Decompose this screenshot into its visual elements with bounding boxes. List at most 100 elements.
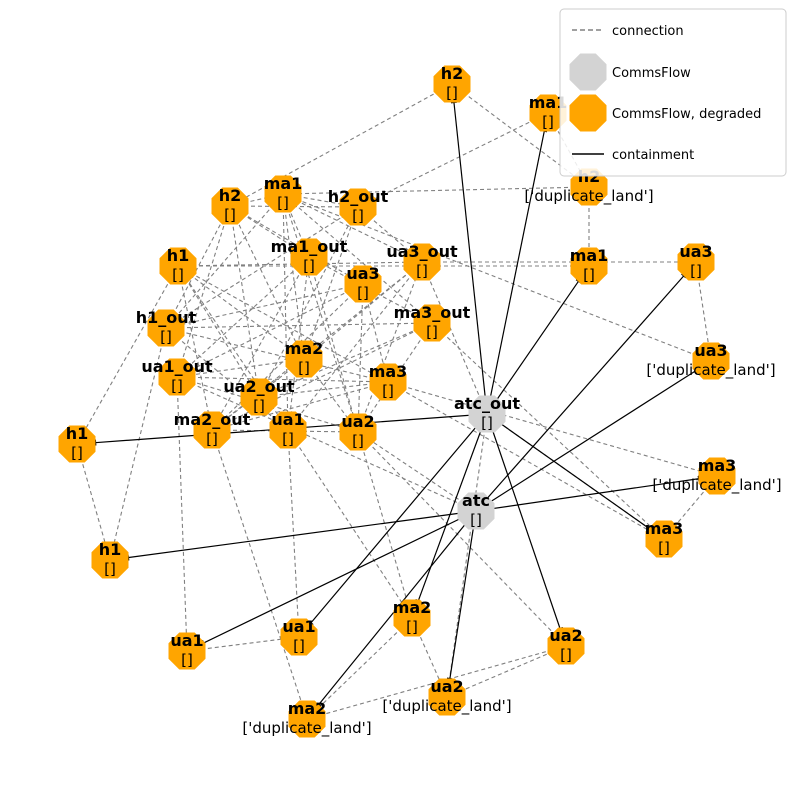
- node-label: ua3_out: [386, 242, 458, 261]
- node-ma3-r[interactable]: ma3[]: [645, 519, 684, 558]
- node-shape: [393, 599, 431, 637]
- node-shape: [344, 265, 382, 303]
- node-ua3-out[interactable]: ua3_out[]: [386, 242, 458, 281]
- node-ua1-out[interactable]: ua1_out[]: [141, 357, 213, 396]
- node-label: ma2_out: [174, 410, 251, 429]
- connection-edge: [258, 381, 389, 398]
- node-h1-a[interactable]: h1[]: [159, 246, 197, 285]
- connection-edge: [308, 256, 433, 324]
- node-annotation: []: [172, 266, 184, 284]
- node-annotation: []: [658, 539, 670, 557]
- node-label: ua3: [346, 264, 379, 283]
- node-shape: [285, 340, 323, 378]
- node-ua2-b[interactable]: ua2[]: [547, 626, 585, 665]
- node-h2-top[interactable]: h2[]: [433, 64, 471, 103]
- node-h1-b[interactable]: h1[]: [91, 540, 129, 579]
- node-ma3-a[interactable]: ma3[]: [369, 362, 408, 401]
- node-h1-l[interactable]: h1[]: [58, 424, 96, 463]
- node-ua3-dup[interactable]: ua3['duplicate_land']: [646, 341, 775, 380]
- node-annotation: []: [470, 511, 482, 529]
- connection-edge: [177, 265, 305, 360]
- connection-edge: [306, 617, 413, 720]
- node-annotation: []: [160, 328, 172, 346]
- node-annotation: []: [181, 651, 193, 669]
- containment-edge: [486, 413, 564, 632]
- legend-commsflow-label: CommsFlow: [612, 66, 691, 81]
- node-shape: [158, 358, 196, 396]
- node-ma2-a[interactable]: ma2[]: [285, 339, 324, 378]
- node-ma1-a[interactable]: ma1[]: [264, 174, 303, 213]
- node-ma1-out[interactable]: ma1_out[]: [271, 237, 348, 276]
- node-ua1-c[interactable]: ua1[]: [280, 617, 318, 656]
- node-ua3-r[interactable]: ua3[]: [677, 242, 715, 281]
- node-annotation: []: [446, 84, 458, 102]
- node-ma3-out[interactable]: ma3_out[]: [394, 303, 471, 342]
- connection-edge: [308, 256, 359, 433]
- containment-edge: [475, 475, 701, 512]
- containment-edge: [475, 272, 688, 512]
- node-h2-a[interactable]: h2[]: [211, 186, 249, 225]
- connection-edge: [357, 283, 364, 433]
- node-label: h1: [99, 540, 122, 559]
- connection-edge: [211, 381, 389, 431]
- node-ma1-r[interactable]: ma1[]: [570, 246, 609, 285]
- containment-edge: [486, 128, 548, 415]
- node-shape: [280, 618, 318, 656]
- node-label: atc_out: [454, 394, 520, 413]
- node-shape: [457, 492, 495, 530]
- node-h2-out[interactable]: h2_out[]: [328, 187, 389, 226]
- node-annotation: []: [406, 618, 418, 636]
- node-annotation: []: [426, 323, 438, 341]
- node-ua3-a[interactable]: ua3[]: [344, 264, 382, 303]
- node-shape: [159, 247, 197, 285]
- node-ua1-b[interactable]: ua1[]: [168, 631, 206, 670]
- node-shape: [240, 378, 278, 416]
- connection-edge: [76, 443, 111, 561]
- node-shape: [413, 304, 451, 342]
- node-label: h2: [219, 186, 242, 205]
- node-annotation: []: [352, 207, 364, 225]
- node-ma2-dup[interactable]: ma2['duplicate_land']: [242, 699, 371, 738]
- node-label: ua1: [282, 617, 315, 636]
- node-shape: [147, 309, 185, 347]
- node-atc[interactable]: atc[]: [457, 491, 495, 530]
- node-shape: [339, 413, 377, 451]
- node-annotation: []: [277, 194, 289, 212]
- node-h1-out[interactable]: h1_out[]: [136, 308, 197, 347]
- connection-edge: [357, 431, 413, 619]
- node-annotation: []: [357, 284, 369, 302]
- connection-edge: [109, 327, 167, 561]
- node-label: ma3: [698, 456, 737, 475]
- node-ma1-top[interactable]: ma1[]: [529, 93, 568, 132]
- node-shape: [58, 425, 96, 463]
- connection-edge: [165, 327, 289, 431]
- node-shape: [428, 678, 466, 716]
- node-ma3-dup[interactable]: ma3['duplicate_land']: [652, 456, 781, 495]
- node-annotation: ['duplicate_land']: [652, 476, 781, 495]
- node-ma2-out[interactable]: ma2_out[]: [174, 410, 251, 449]
- node-shape: [570, 247, 608, 285]
- node-label: ma1: [264, 174, 303, 193]
- containment-edge: [475, 367, 699, 512]
- node-atc-out[interactable]: atc_out[]: [454, 394, 520, 433]
- node-annotation: ['duplicate_land']: [646, 361, 775, 380]
- node-ua1-a[interactable]: ua1[]: [269, 410, 307, 449]
- node-ua2-out[interactable]: ua2_out[]: [223, 377, 295, 416]
- containment-edge: [200, 510, 477, 647]
- node-shape: [369, 363, 407, 401]
- containment-edge: [126, 510, 477, 561]
- node-label: ma2: [393, 598, 432, 617]
- node-ua2-dup[interactable]: ua2['duplicate_land']: [382, 677, 511, 716]
- node-annotation: []: [382, 382, 394, 400]
- connection-edge: [211, 256, 310, 431]
- node-ma2-b[interactable]: ma2[]: [393, 598, 432, 637]
- node-label: atc: [462, 491, 490, 510]
- containment-edge: [414, 413, 488, 604]
- connection-edge: [287, 261, 423, 431]
- node-annotation: []: [542, 113, 554, 131]
- node-shape: [433, 65, 471, 103]
- node-label: ma3_out: [394, 303, 471, 322]
- node-ua2-a[interactable]: ua2[]: [339, 412, 377, 451]
- node-shape: [529, 94, 567, 132]
